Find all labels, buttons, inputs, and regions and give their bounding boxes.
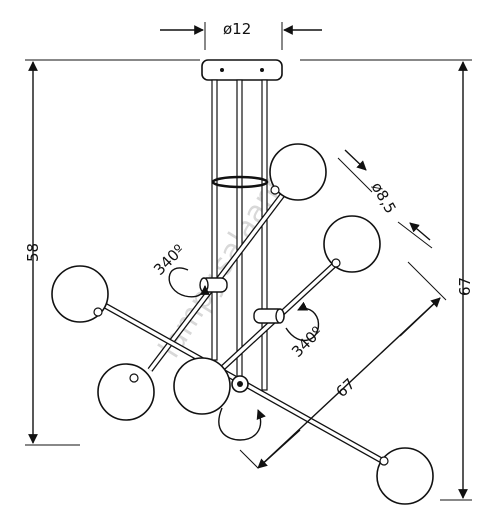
rotation-right-label: 340º [288,323,326,361]
globe-middle-right [323,215,381,273]
ceiling-canopy [201,59,283,81]
rod-ring [211,175,269,189]
body-height-label: 58 [24,243,42,262]
rotation-indicator-right: 340º [285,301,326,361]
globe-diameter-label: ø8,5 [368,179,400,217]
rotation-indicator-bottom [218,407,266,441]
total-height-label: 67 [456,277,474,296]
globe-bottom-right [376,447,434,505]
globe-far-left [51,265,109,323]
arm-span-label: 67 [332,375,358,401]
rotation-left-label: 340º [150,241,188,279]
total-height-dimension: 67 [300,59,474,501]
globe-left-lower [97,363,155,421]
body-height-dimension: 58 [24,59,200,446]
globe-upper-right [269,143,327,201]
top-diameter-dimension: ø12 [160,20,322,50]
glass-globes [51,143,434,505]
top-diameter-label: ø12 [223,20,251,38]
globe-center [173,357,231,415]
